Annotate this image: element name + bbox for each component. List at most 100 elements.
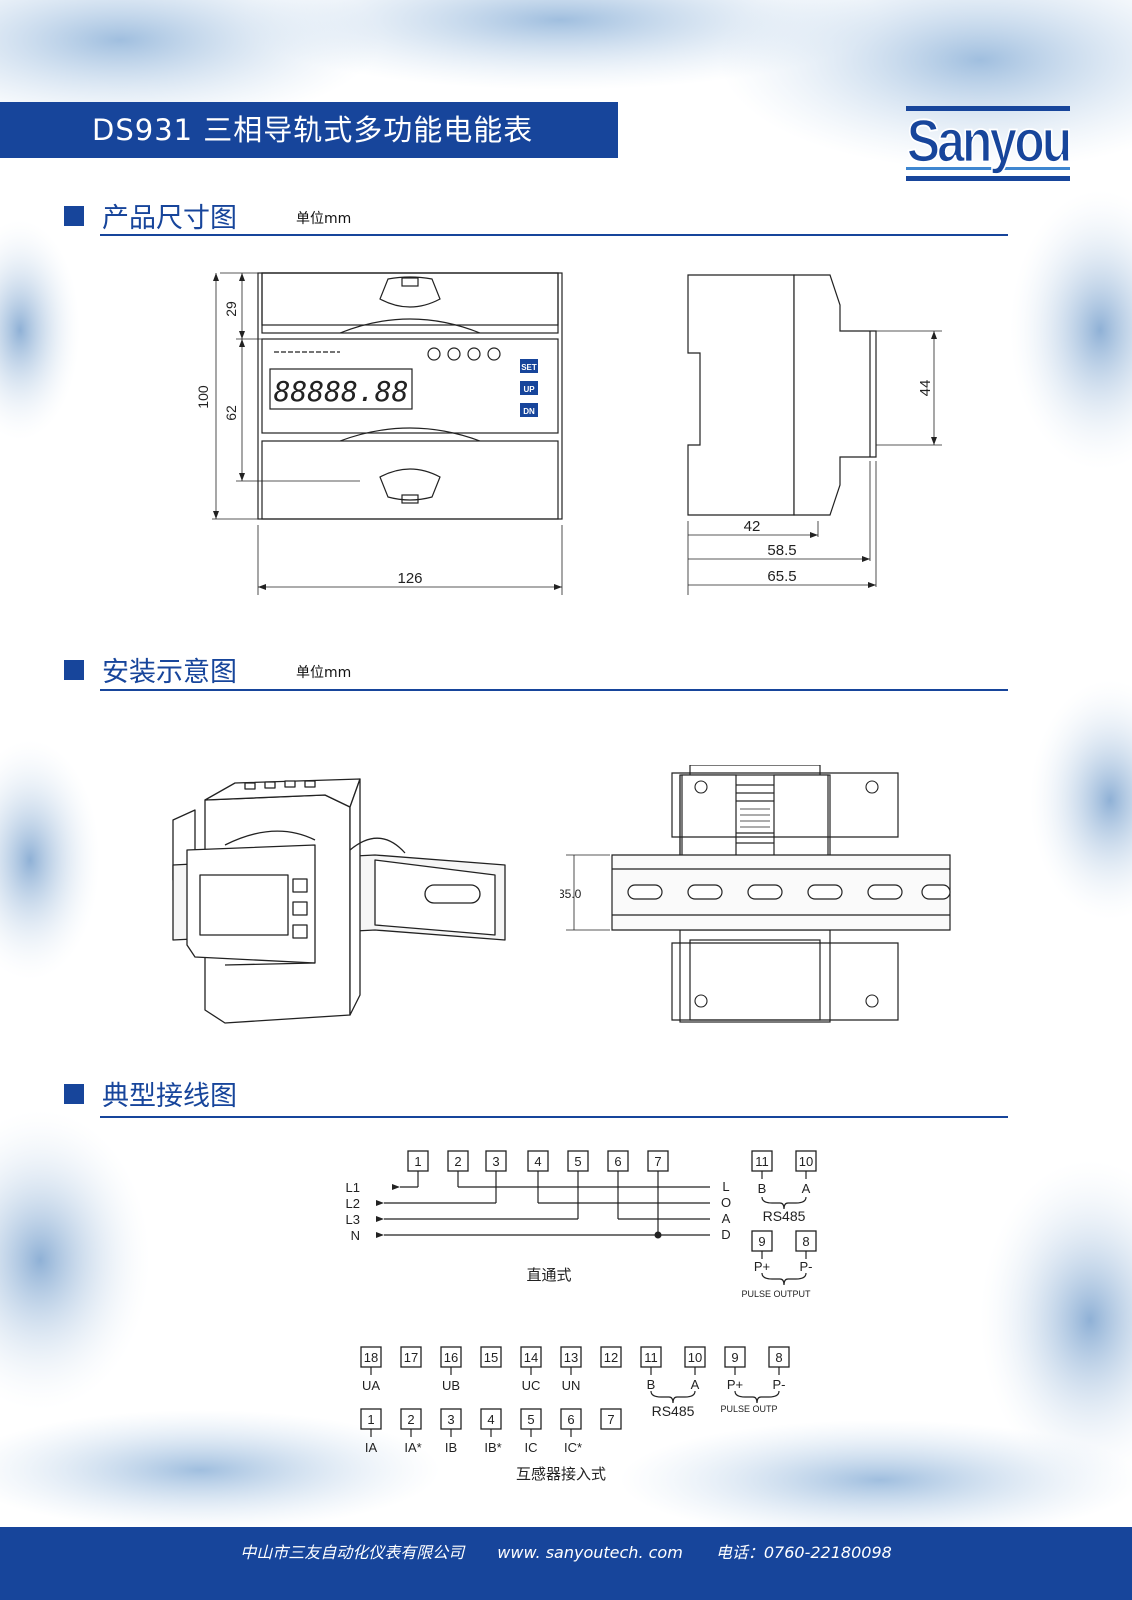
- up-button-label: UP: [523, 385, 535, 394]
- unit-label: 单位mm: [296, 211, 352, 227]
- input-l2: L2: [346, 1196, 360, 1211]
- ct-wiring-diagram: 18 17 16 15 14 13 12 1 2 3 4 5 6 7 11 10…: [360, 1346, 790, 1483]
- section-divider: [100, 1116, 1008, 1118]
- input-l1: L1: [346, 1180, 360, 1195]
- direct-terminal-7: 7: [654, 1154, 661, 1169]
- ct-label-ib-star: IB*: [484, 1440, 501, 1455]
- ct-label-ic-star: IC*: [564, 1440, 582, 1455]
- direct-terminal-11: 11: [755, 1154, 769, 1169]
- direct-pulse-label: PULSE OUTPUT: [741, 1289, 811, 1299]
- section-marker: [64, 206, 84, 226]
- ct-terminal-11: 11: [644, 1350, 658, 1365]
- ct-terminal-3: 3: [447, 1412, 454, 1427]
- dim-42: 42: [744, 518, 761, 535]
- dim-44: 44: [917, 380, 934, 397]
- direct-terminal-3: 3: [492, 1154, 499, 1169]
- ct-label-ia-star: IA*: [404, 1440, 421, 1455]
- ct-terminal-7: 7: [607, 1412, 614, 1427]
- direct-terminal-4: 4: [534, 1154, 541, 1169]
- direct-terminal-9: 9: [758, 1234, 765, 1249]
- ct-terminal-10: 10: [688, 1350, 702, 1365]
- footer-website[interactable]: www. sanyoutech. com: [497, 1543, 683, 1562]
- direct-rs485-label: RS485: [763, 1208, 806, 1224]
- lcd-digits: 88888.88: [274, 375, 409, 408]
- section-heading-dimensions: 产品尺寸图: [102, 203, 237, 234]
- rail-height-dim: 35.0: [560, 887, 582, 901]
- section-marker: [64, 660, 84, 680]
- dim-58-5: 58.5: [767, 542, 796, 559]
- ct-terminal-9: 9: [731, 1350, 738, 1365]
- ct-label-ua: UA: [362, 1378, 380, 1393]
- ct-terminal-8: 8: [775, 1350, 782, 1365]
- ct-terminal-2: 2: [407, 1412, 414, 1427]
- direct-caption: 直通式: [526, 1266, 571, 1284]
- section-divider: [100, 689, 1008, 691]
- load-letter-l: L: [722, 1179, 729, 1194]
- title-banner: DS931 三相导轨式多功能电能表: [0, 102, 618, 158]
- footer-bar: 中山市三友自动化仪表有限公司 www. sanyoutech. com 电话：0…: [0, 1527, 1132, 1600]
- ct-terminal-5: 5: [527, 1412, 534, 1427]
- dim-100: 100: [195, 385, 211, 409]
- dim-126: 126: [397, 570, 422, 587]
- dn-button-label: DN: [523, 407, 535, 416]
- page-title: DS931 三相导轨式多功能电能表: [92, 113, 534, 147]
- set-button-label: SET: [521, 363, 537, 372]
- direct-p-minus: P-: [800, 1259, 813, 1274]
- dim-29: 29: [223, 301, 239, 317]
- svg-text:Sanyou: Sanyou: [907, 107, 1070, 174]
- ct-terminal-1: 1: [367, 1412, 374, 1427]
- ct-terminal-13: 13: [564, 1350, 578, 1365]
- ct-terminal-16: 16: [444, 1350, 458, 1365]
- unit-label: 单位mm: [296, 665, 352, 681]
- side-view-drawing: 44 42 58.5 65.5: [687, 274, 942, 595]
- direct-p-plus: P+: [754, 1259, 770, 1274]
- ct-terminal-14: 14: [524, 1350, 538, 1365]
- front-view-drawing: SET UP DN 88888.88 29 62 100 126: [195, 272, 563, 595]
- dim-65-5: 65.5: [767, 568, 796, 585]
- section-marker: [64, 1084, 84, 1104]
- ct-label-ub: UB: [442, 1378, 460, 1393]
- ct-terminal-12: 12: [604, 1350, 618, 1365]
- input-n: N: [351, 1228, 360, 1243]
- direct-terminal-6: 6: [614, 1154, 621, 1169]
- ct-rs485-label: RS485: [652, 1403, 695, 1419]
- direct-terminal-1: 1: [414, 1154, 421, 1169]
- ct-pulse-label: PULSE OUTP: [720, 1404, 777, 1414]
- direct-rs485-a: A: [802, 1181, 811, 1196]
- direct-wiring-diagram: 1 2 3 4 5 6 7 11 10 9 8 B A RS485 P+ P- …: [346, 1150, 817, 1299]
- load-letter-o: O: [721, 1195, 731, 1210]
- ct-label-ia: IA: [365, 1440, 378, 1455]
- section-divider: [100, 234, 1008, 236]
- footer-company: 中山市三友自动化仪表有限公司: [240, 1543, 465, 1562]
- direct-terminal-2: 2: [454, 1154, 461, 1169]
- ct-label-ic: IC: [525, 1440, 538, 1455]
- direct-terminal-5: 5: [574, 1154, 581, 1169]
- direct-rs485-b: B: [758, 1181, 767, 1196]
- ct-terminal-17: 17: [404, 1350, 418, 1365]
- input-l3: L3: [346, 1212, 360, 1227]
- load-letter-d: D: [721, 1227, 730, 1242]
- direct-terminal-8: 8: [802, 1234, 809, 1249]
- ct-caption: 互感器接入式: [516, 1465, 606, 1483]
- ct-terminal-4: 4: [487, 1412, 494, 1427]
- direct-terminal-10: 10: [799, 1154, 813, 1169]
- ct-rs485-b: B: [647, 1377, 656, 1392]
- installation-back-drawing: 35.0: [560, 765, 951, 1023]
- ct-label-ib: IB: [445, 1440, 457, 1455]
- dim-62: 62: [223, 405, 239, 421]
- load-letter-a: A: [722, 1211, 731, 1226]
- ct-terminal-15: 15: [484, 1350, 498, 1365]
- footer-contact: 中山市三友自动化仪表有限公司 www. sanyoutech. com 电话：0…: [0, 1539, 1132, 1563]
- sanyou-logo: Sanyou: [906, 106, 1070, 181]
- section-heading-installation: 安装示意图: [102, 657, 237, 688]
- ct-terminal-18: 18: [364, 1350, 378, 1365]
- ct-p-plus: P+: [727, 1377, 743, 1392]
- footer-phone: 电话：0760-22180098: [715, 1543, 892, 1562]
- ct-label-un: UN: [562, 1378, 581, 1393]
- ct-p-minus: P-: [773, 1377, 786, 1392]
- section-heading-wiring: 典型接线图: [102, 1081, 237, 1112]
- ct-label-uc: UC: [522, 1378, 541, 1393]
- ct-rs485-a: A: [691, 1377, 700, 1392]
- installation-perspective-drawing: [172, 778, 506, 1024]
